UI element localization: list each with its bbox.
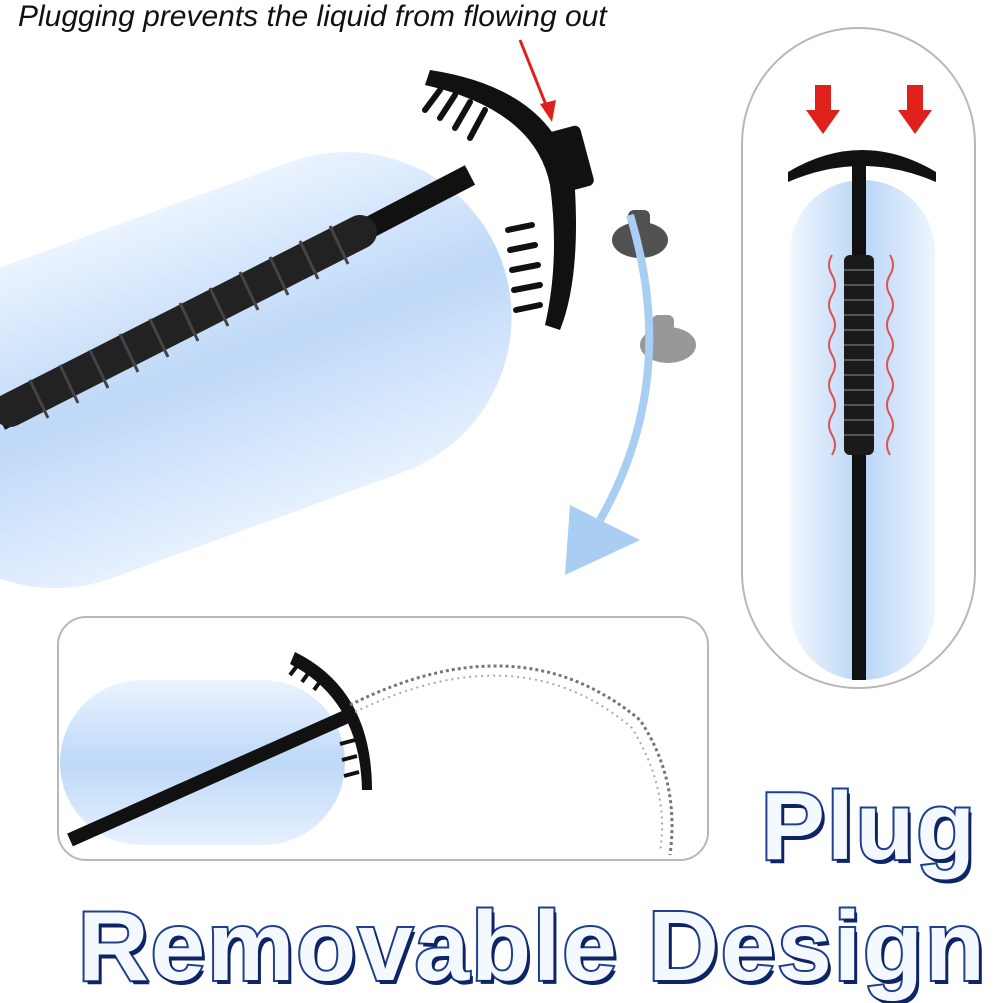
bottom-panel: [57, 616, 709, 861]
press-arrow-icon: [806, 85, 932, 134]
brush-head: [422, 70, 576, 330]
title-line-1: Plug: [759, 771, 977, 882]
pointer-arrow: [518, 39, 556, 122]
water-stream-icon: [349, 664, 674, 856]
main-brush-rod: [0, 165, 476, 430]
caption: Plugging prevents the liquid from flowin…: [18, 0, 607, 33]
title-line-2: Removable Design: [76, 889, 987, 1003]
rotation-arrow-icon: [565, 213, 654, 575]
falling-plug-2: [640, 315, 696, 363]
right-panel: [741, 27, 976, 689]
main-tube: [0, 152, 512, 589]
plug-cap-icon: [543, 125, 594, 193]
